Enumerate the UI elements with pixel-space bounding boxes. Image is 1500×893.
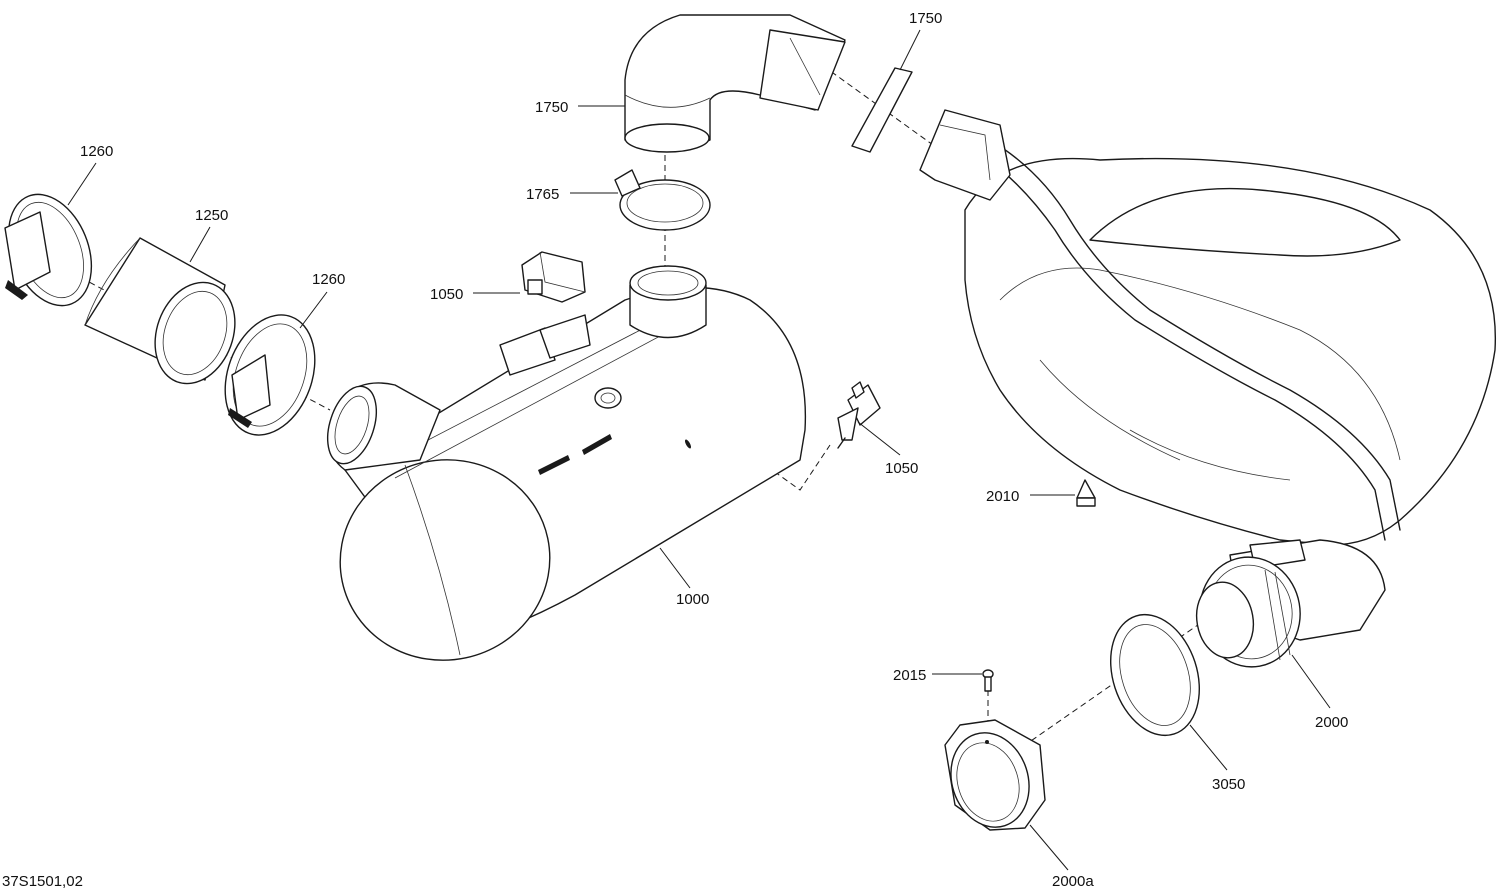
clamp-1260-left — [4, 193, 93, 307]
callout-1250: 1250 — [195, 207, 228, 224]
screw-2015 — [982, 669, 994, 692]
muffler-1000 — [326, 265, 807, 661]
callout-2000: 2000 — [1315, 714, 1348, 731]
leader-lines — [67, 29, 1331, 871]
sensor-block-1050 — [521, 251, 586, 303]
callout-1260-left: 1260 — [80, 143, 113, 160]
airbox-housing — [919, 109, 1497, 641]
seal-1750 — [851, 67, 913, 153]
callout-1750-pipe: 1750 — [535, 99, 568, 116]
gasket-3050 — [1109, 613, 1201, 737]
callout-1260-right: 1260 — [312, 271, 345, 288]
clamp-1765 — [614, 169, 711, 231]
callout-2010: 2010 — [986, 488, 1019, 505]
outlet-2000 — [1195, 556, 1301, 668]
drawing-reference: 37S1501,02 — [2, 873, 83, 890]
sleeve-1250 — [84, 237, 236, 385]
callout-1050-block: 1050 — [430, 286, 463, 303]
callout-1050-probe: 1050 — [885, 460, 918, 477]
callout-1750-seal: 1750 — [909, 10, 942, 27]
callout-1000: 1000 — [676, 591, 709, 608]
sensor-probe-1050 — [837, 381, 881, 449]
callout-3050: 3050 — [1212, 776, 1245, 793]
cap-2010 — [1076, 479, 1096, 507]
clamp-1260-right — [224, 314, 316, 436]
callout-2000a: 2000a — [1052, 873, 1094, 890]
locknut-2000a — [944, 719, 1046, 831]
callout-1765: 1765 — [526, 186, 559, 203]
elbow-pipe-1750 — [624, 14, 846, 153]
callout-labels: 1750 1750 1765 1260 1250 1260 1050 1050 … — [80, 10, 1348, 890]
callout-2015: 2015 — [893, 667, 926, 684]
